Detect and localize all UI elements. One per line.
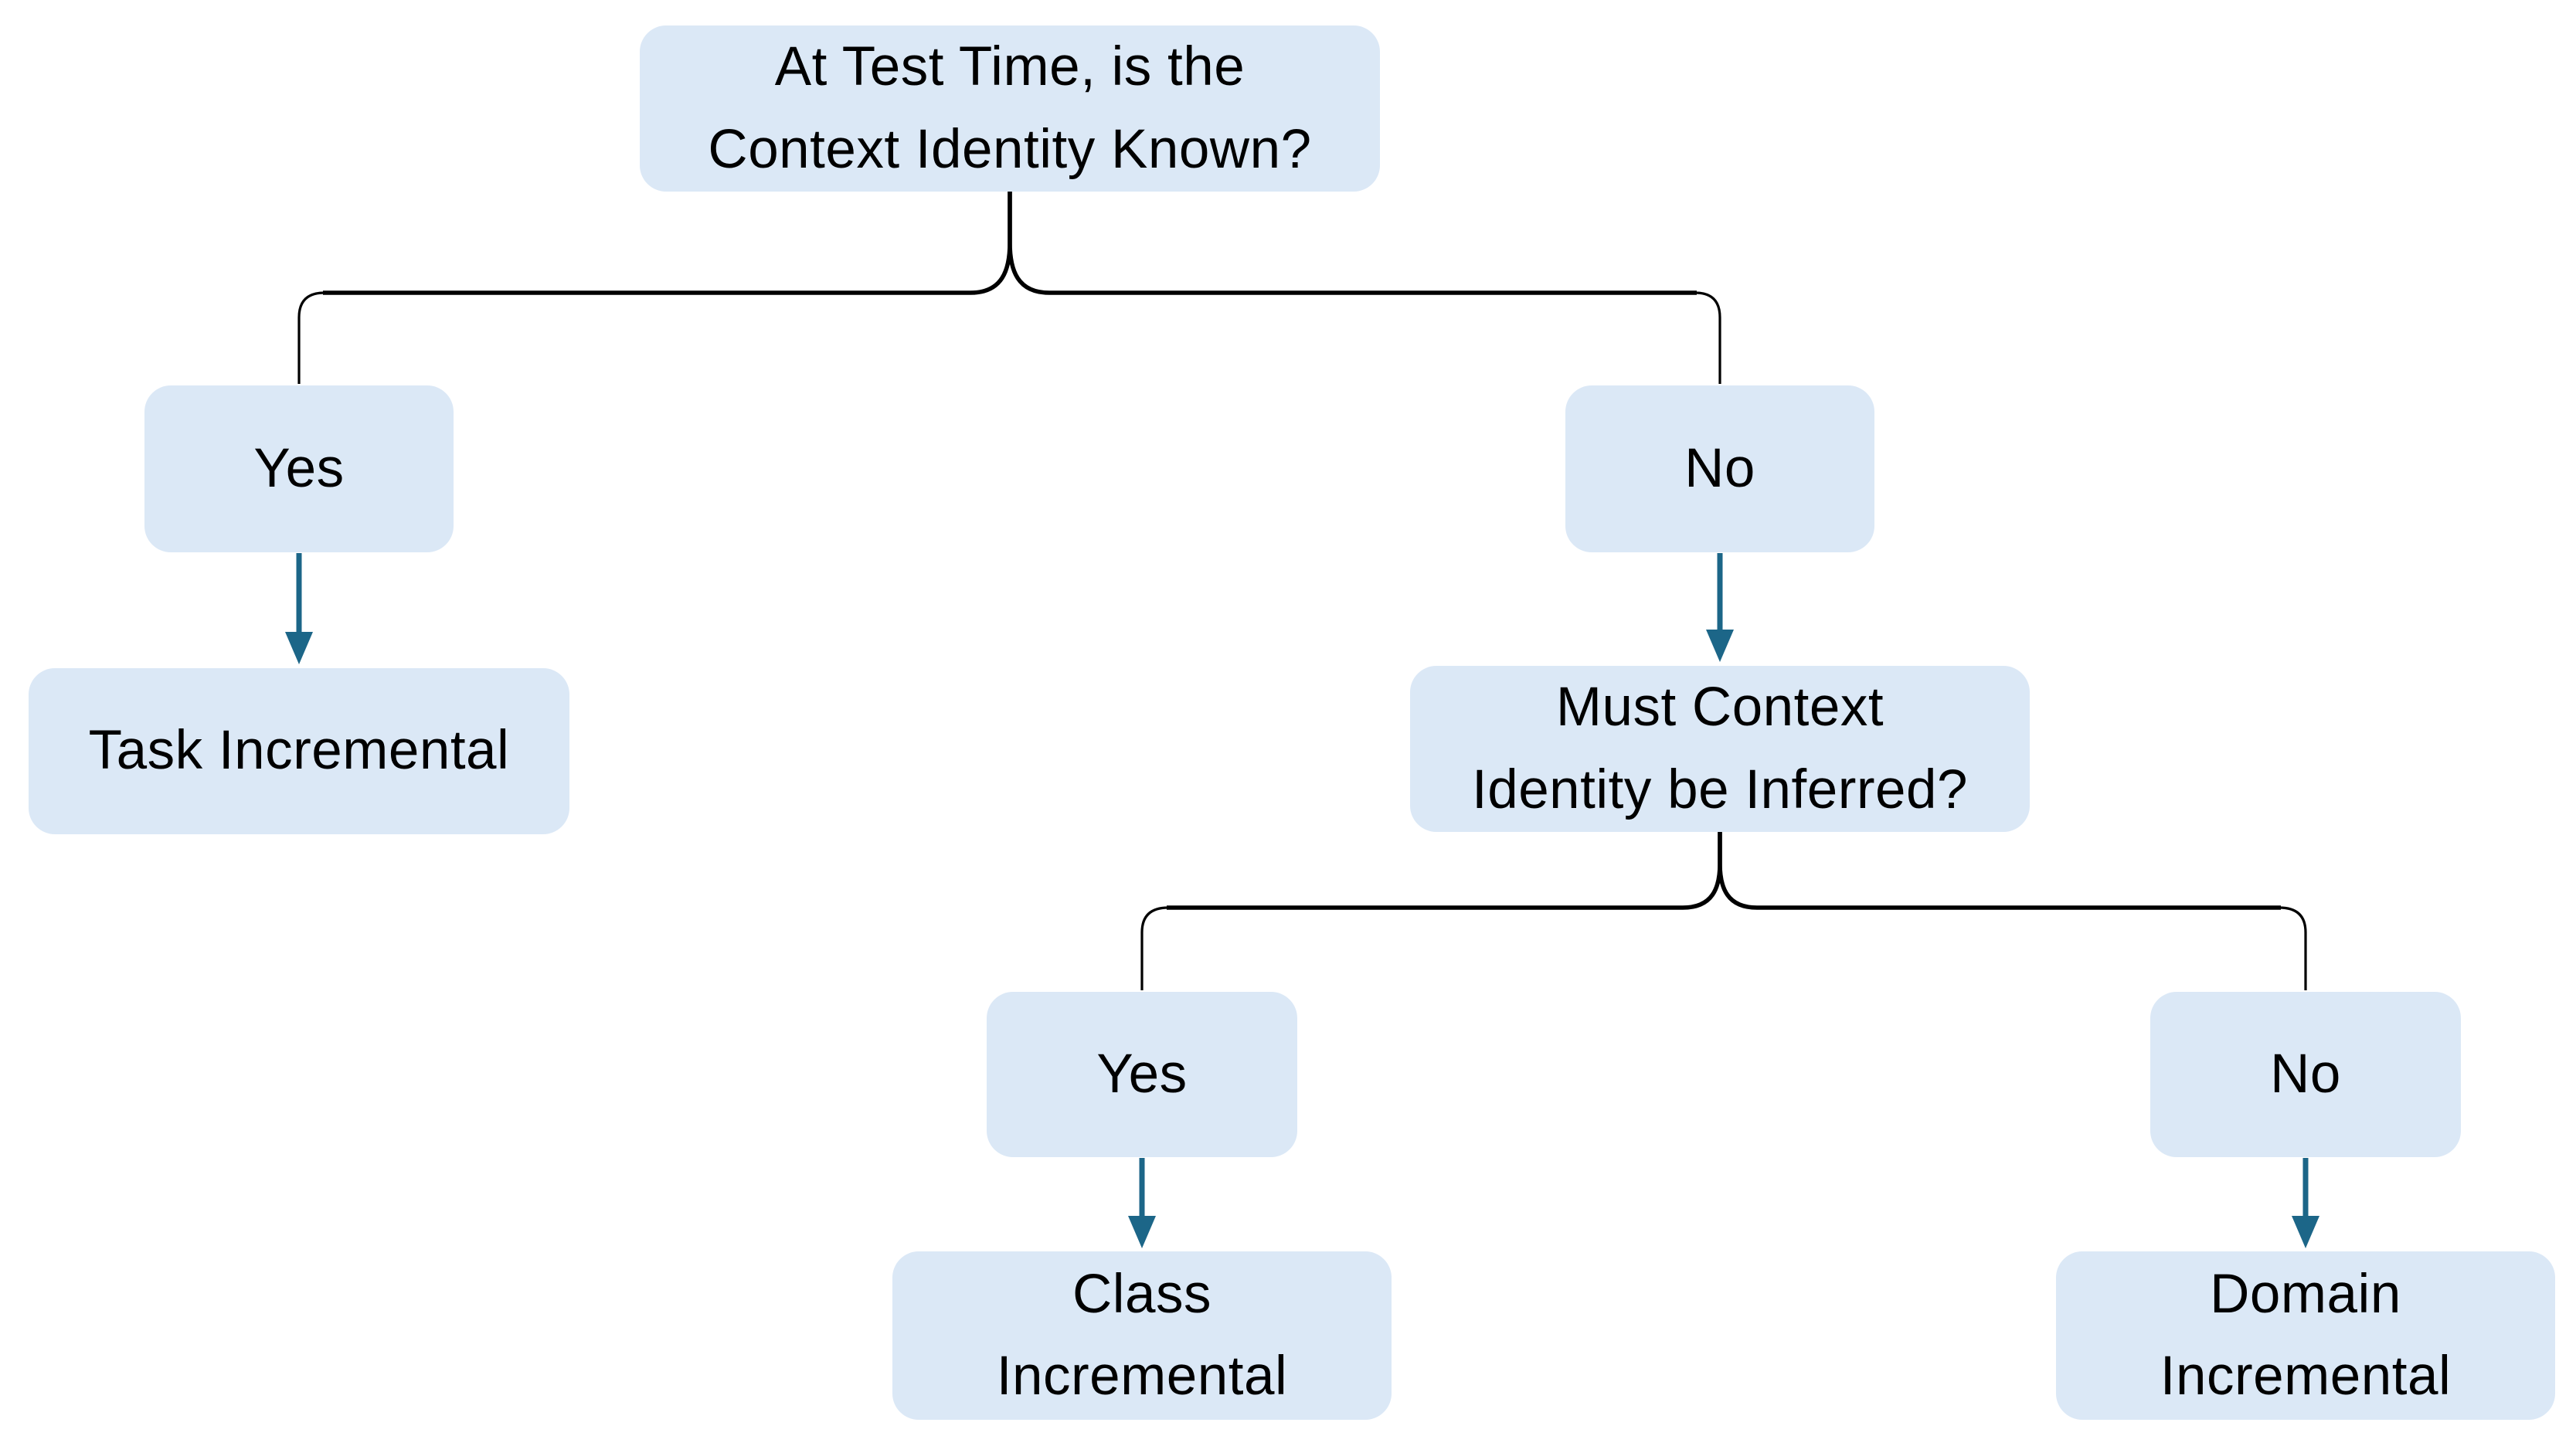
outcome-node-domain-incremental-label: Domain Incremental [2160,1263,2452,1407]
arrow-head-no2-domain [2292,1216,2319,1248]
outcome-node-class-incremental-label: Class Incremental [996,1263,1288,1407]
arrow-head-no1-q2 [1706,630,1734,662]
brace-connector-q2-left-drop [1140,906,1169,990]
arrow-head-yes2-class [1128,1216,1156,1248]
brace-connector-q2-left [1167,832,1722,910]
question-node-root: At Test Time, is the Context Identity Kn… [640,25,1380,192]
answer-node-no-1-label: No [1684,437,1755,499]
outcome-node-task-incremental: Task Incremental [29,668,569,834]
brace-connector-root-right [1008,192,1697,295]
arrow-head-yes1-task [285,632,313,664]
brace-connector-root-left-drop [297,291,325,384]
answer-node-yes-1: Yes [144,385,454,552]
answer-node-yes-1-label: Yes [253,437,345,499]
question-node-must-infer: Must Context Identity be Inferred? [1410,666,2030,832]
answer-node-yes-2: Yes [987,992,1297,1157]
answer-node-no-2-label: No [2270,1043,2341,1105]
brace-connector-root-right-drop [1694,291,1721,384]
answer-node-no-2: No [2150,992,2461,1157]
answer-node-no-1: No [1565,385,1874,552]
question-node-must-infer-label: Must Context Identity be Inferred? [1471,677,1968,820]
brace-connector-q2-right-drop [2279,906,2307,990]
outcome-node-task-incremental-label: Task Incremental [88,720,510,782]
outcome-node-domain-incremental: Domain Incremental [2056,1251,2555,1420]
question-node-root-label: At Test Time, is the Context Identity Kn… [708,36,1312,180]
brace-connector-root-left [323,192,1012,295]
answer-node-yes-2-label: Yes [1096,1043,1188,1105]
outcome-node-class-incremental: Class Incremental [892,1251,1392,1420]
brace-connector-q2-right [1718,832,2281,910]
